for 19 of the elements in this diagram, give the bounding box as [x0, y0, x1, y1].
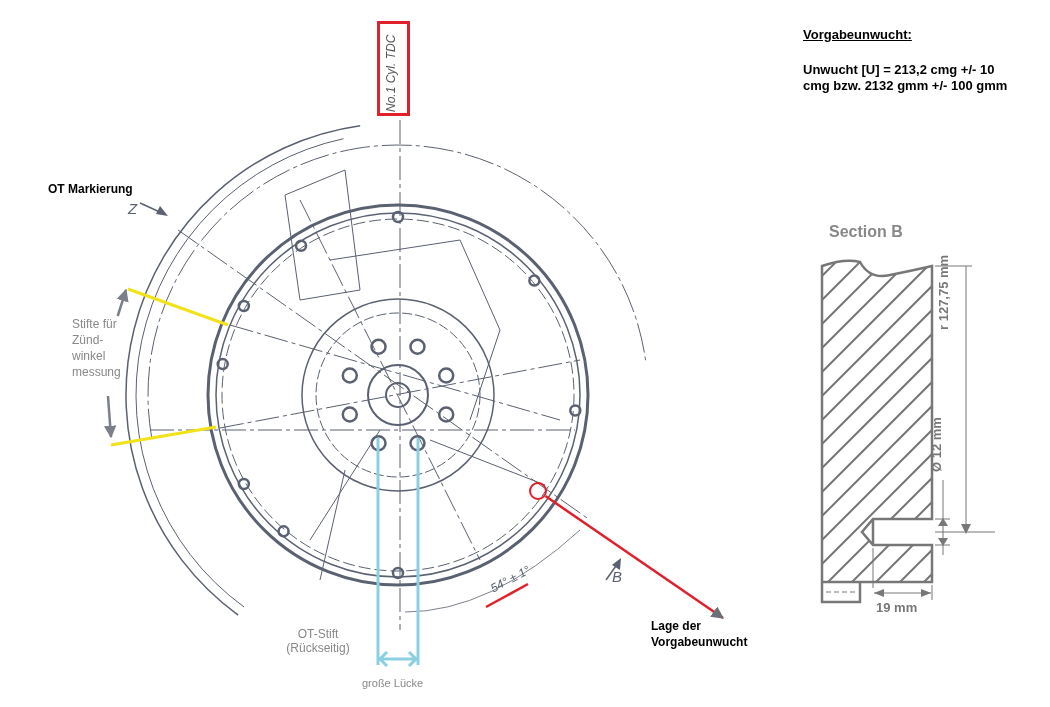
marker-circle — [529, 482, 547, 500]
angle-label: 54° ± 1° — [488, 562, 533, 596]
pointer-arrow — [116, 288, 129, 317]
heading: Vorgabeunwucht: — [803, 28, 912, 42]
label-box — [377, 21, 410, 116]
callout-label: Lage der Vorgabeunwucht — [651, 618, 749, 650]
callout-label: Stifte für Zünd- winkel messung — [72, 316, 122, 380]
leader-line — [544, 495, 725, 620]
view-letter: B — [612, 570, 622, 584]
callout-label: OT Markierung — [48, 182, 133, 196]
rotated-label: No.1 Cyl. TDC — [384, 34, 398, 112]
section-title: Section B — [829, 225, 903, 239]
dimension-label: r 127,75 mm — [937, 254, 951, 330]
view-letter: Z — [128, 202, 138, 216]
dimension-label: große Lücke — [362, 676, 424, 690]
dimension-label: 19 mm — [876, 601, 918, 615]
pointer-arrow — [103, 395, 117, 439]
callout-label: OT-Stift (Rückseitig) — [285, 627, 351, 655]
note-text: Unwucht [U] = 213,2 cmg +/- 10 cmg bzw. 2132 gmm +/- 100 gmm — [803, 62, 1009, 94]
